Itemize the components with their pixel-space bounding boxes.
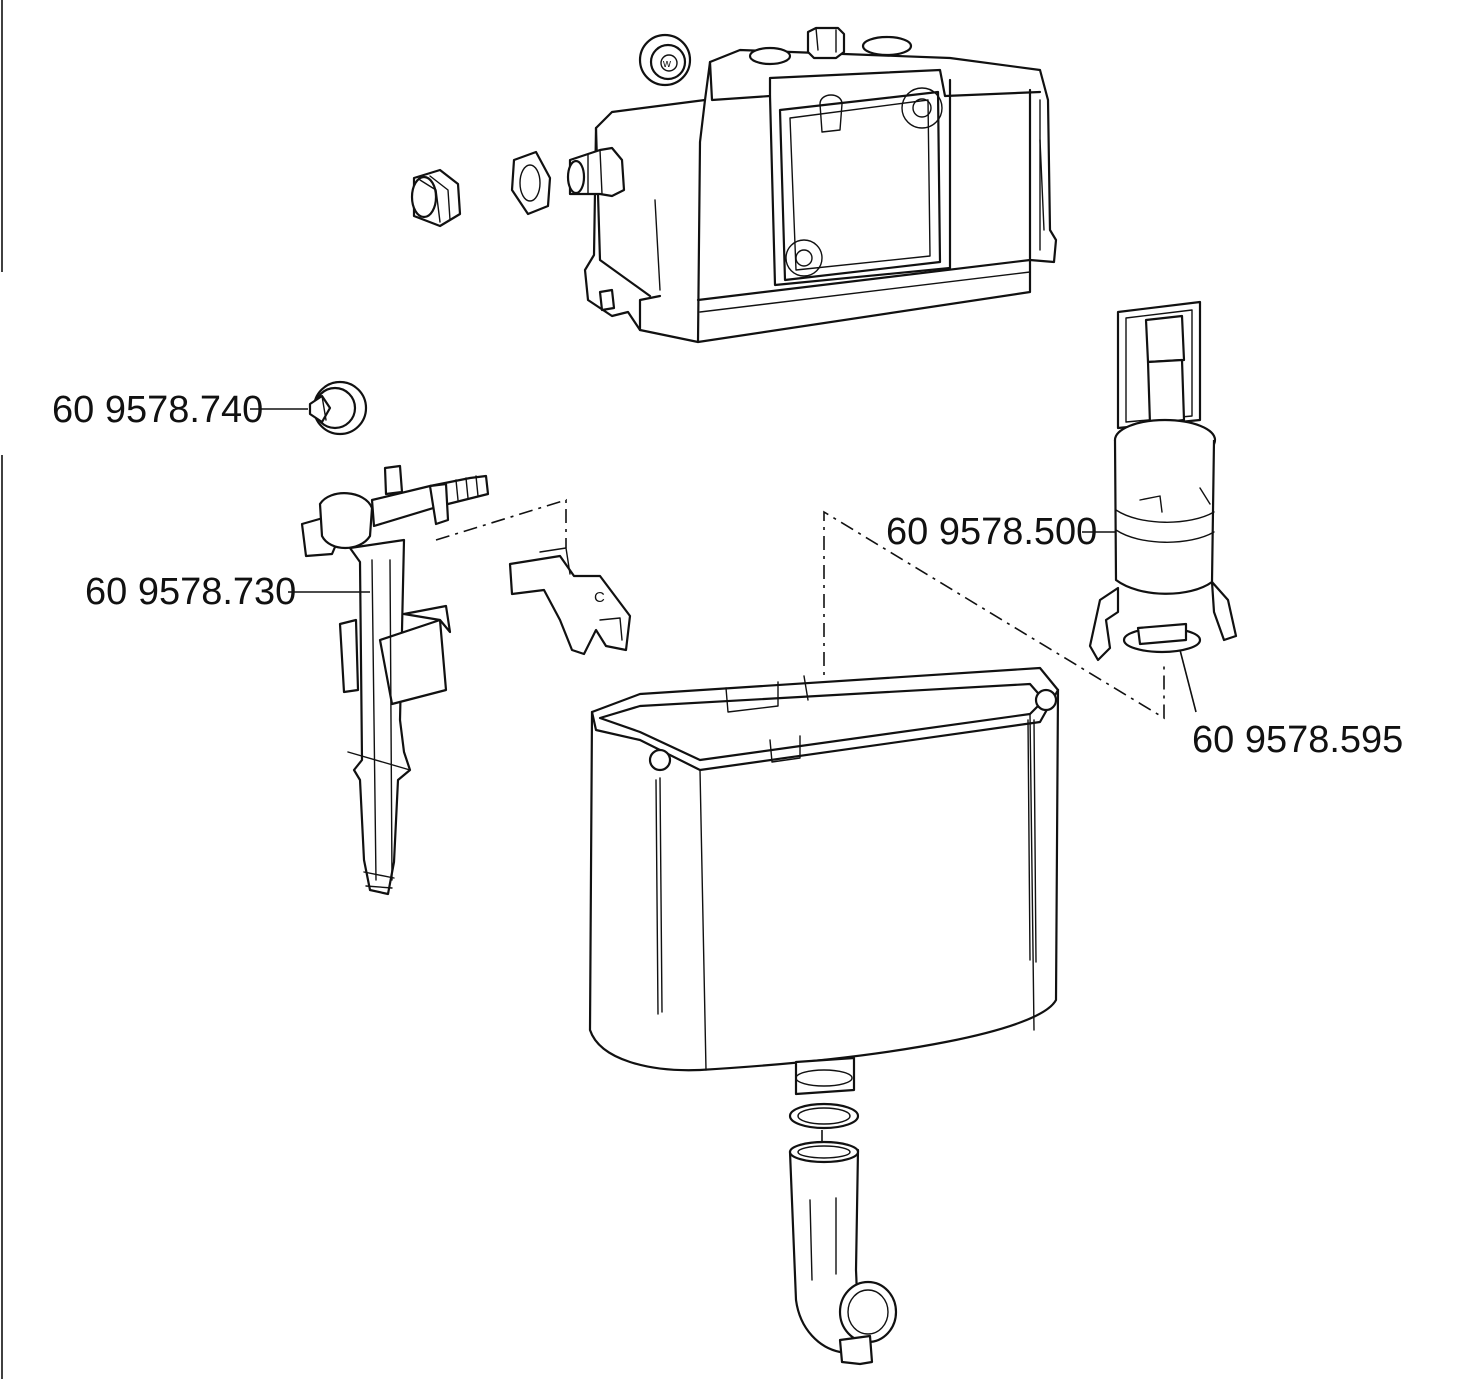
outlet-elbow bbox=[788, 1140, 898, 1366]
svg-text:w: w bbox=[662, 58, 671, 70]
inlet-locknut bbox=[510, 150, 552, 216]
label-595: 60 9578.595 bbox=[1192, 719, 1403, 761]
outlet-o-ring bbox=[788, 1102, 860, 1130]
leader-595 bbox=[1179, 649, 1197, 713]
cistern-lid bbox=[583, 26, 1058, 344]
inlet-connector bbox=[566, 146, 626, 198]
label-740: 60 9578.740 bbox=[52, 389, 263, 431]
assembly-line-clip bbox=[435, 498, 567, 548]
inlet-nut bbox=[410, 168, 462, 228]
lid-badge: w bbox=[638, 33, 692, 87]
fill-valve-part bbox=[300, 464, 490, 896]
label-730: 60 9578.730 bbox=[85, 571, 296, 613]
fill-valve-clip: C bbox=[508, 547, 632, 656]
assembly-line-flush bbox=[823, 510, 1165, 724]
label-500: 60 9578.500 bbox=[886, 511, 1097, 553]
float-valve-seal-part bbox=[308, 380, 368, 436]
flush-valve-part bbox=[1088, 300, 1238, 662]
svg-text:C: C bbox=[594, 589, 605, 606]
cistern-tank bbox=[588, 666, 1060, 1096]
